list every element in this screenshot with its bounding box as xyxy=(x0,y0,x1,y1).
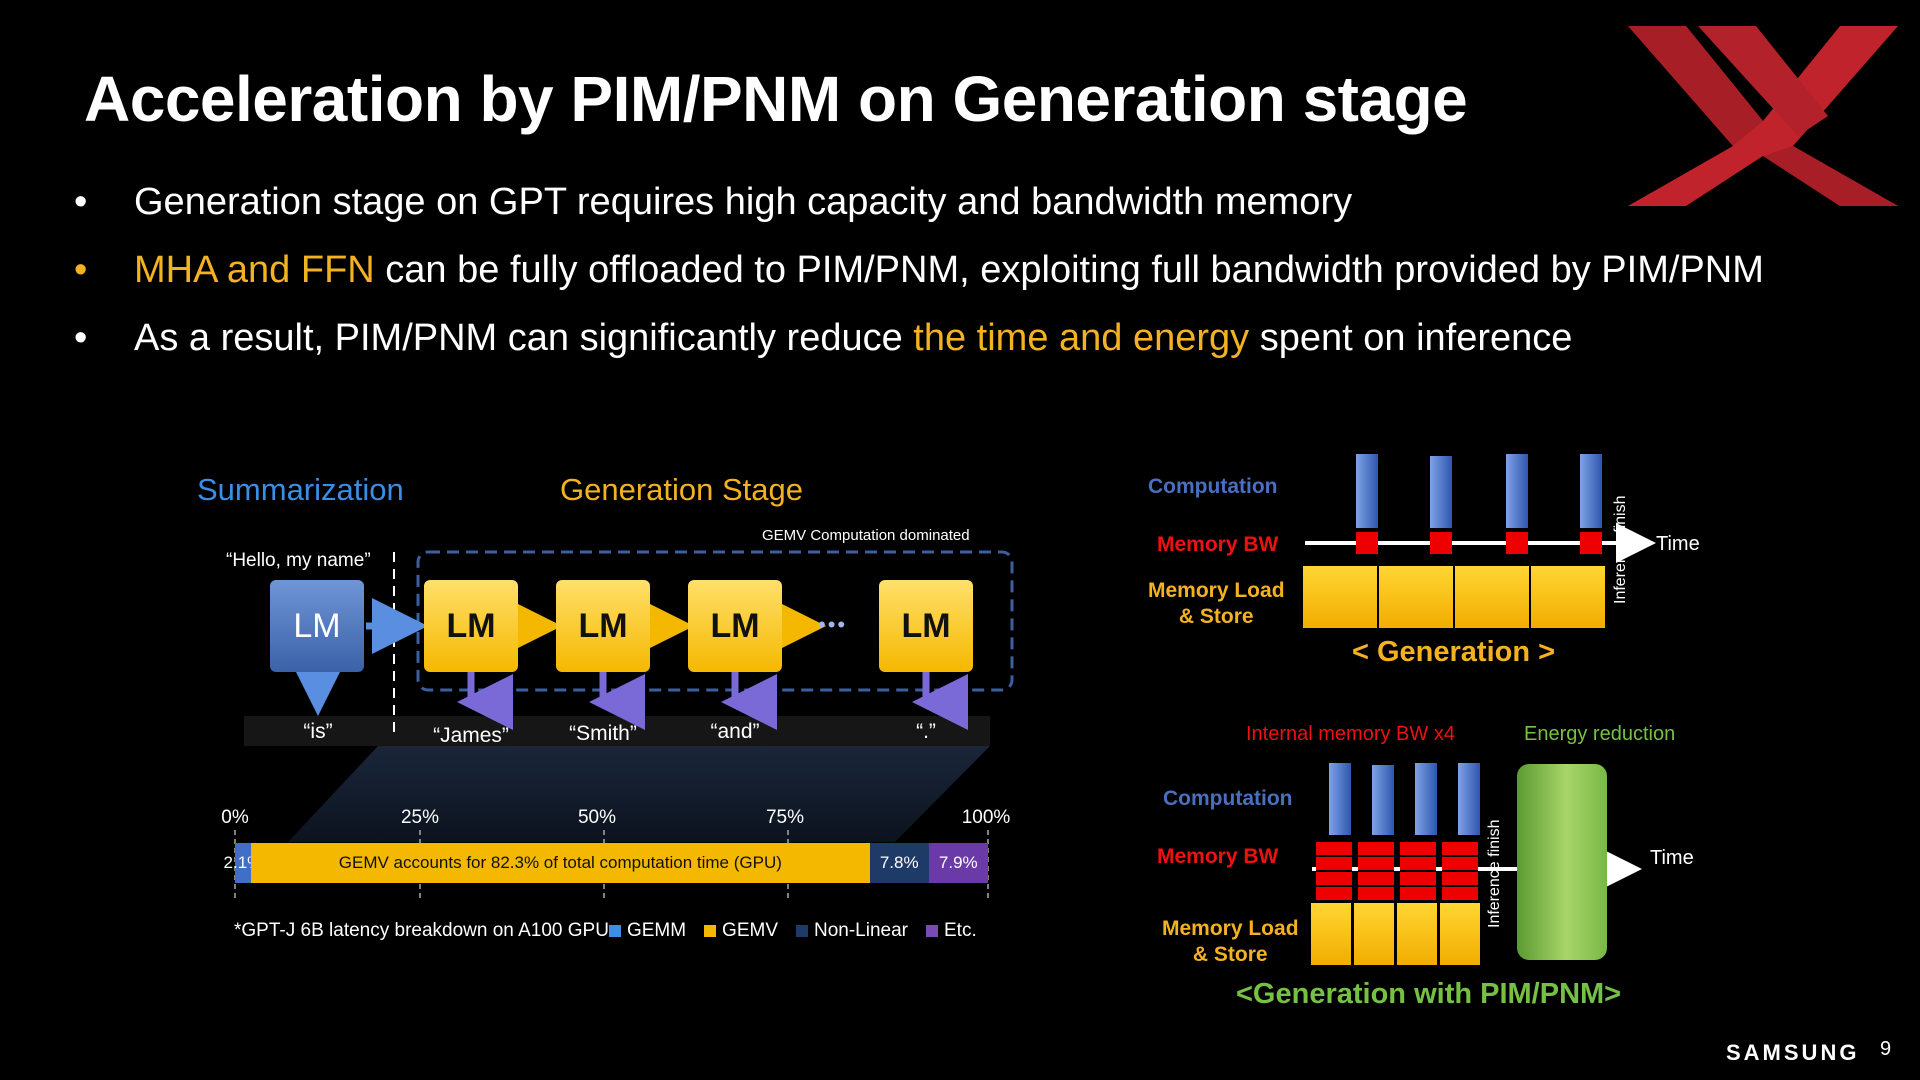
bullet-1: • Generation stage on GPT requires high … xyxy=(74,168,1764,236)
xx-logo xyxy=(1628,26,1898,206)
bottom-memory-bw-label: Memory BW xyxy=(1157,845,1279,868)
breakdown-segment-non-linear: 7.8% xyxy=(869,843,929,883)
generation-stage-title: Generation Stage xyxy=(560,472,804,507)
samsung-logo: SAMSUNG xyxy=(1726,1040,1860,1065)
bullet-dot: • xyxy=(74,317,88,359)
legend-gemm: GEMM xyxy=(626,920,687,941)
legend-nonlinear: Non-Linear xyxy=(814,920,908,941)
bottom-compute-bar-1 xyxy=(1329,763,1351,835)
ellipsis: ••• xyxy=(818,612,848,637)
prompt-text: “Hello, my name” xyxy=(226,550,371,571)
top-bw-square-3 xyxy=(1506,532,1528,554)
bullet-3-post: spent on inference xyxy=(1249,317,1573,359)
bottom-bw-stack-1 xyxy=(1316,842,1352,902)
top-memory-load-label: Memory Load & Store xyxy=(1148,578,1285,630)
top-mem-block-3 xyxy=(1454,565,1530,629)
bullet-dot: • xyxy=(74,181,88,223)
bottom-inference-finish: Inference finish xyxy=(1486,819,1503,928)
lm-block-summarization: LM xyxy=(270,580,364,672)
slide-title: Acceleration by PIM/PNM on Generation st… xyxy=(84,63,1468,135)
energy-reduction-block xyxy=(1517,764,1607,960)
breakdown-segment-gemv: GEMV accounts for 82.3% of total computa… xyxy=(250,843,870,883)
legend-swatch-gemv xyxy=(704,924,717,937)
bullet-2-highlight: MHA and FFN xyxy=(134,249,375,291)
top-memory-load-line2: & Store xyxy=(1178,605,1254,628)
bullet-3-highlight: the time and energy xyxy=(913,317,1250,359)
bullet-1-text: Generation stage on GPT requires high ca… xyxy=(134,181,1353,223)
gemv-note: GEMV Computation dominated xyxy=(762,527,970,544)
bullet-2: • MHA and FFN can be fully offloaded to … xyxy=(74,236,1764,304)
bottom-mem-block-3 xyxy=(1396,902,1438,966)
top-compute-bar-3 xyxy=(1506,454,1528,528)
bottom-memory-load-line1: Memory Load xyxy=(1162,917,1299,940)
top-compute-bar-1 xyxy=(1356,454,1378,528)
token-james: “James” xyxy=(433,724,509,747)
page-number: 9 xyxy=(1880,1038,1892,1060)
tick-100: 100% xyxy=(961,807,1011,828)
bottom-compute-bar-2 xyxy=(1372,765,1394,835)
bottom-memory-load-line2: & Store xyxy=(1192,943,1268,966)
bottom-compute-bar-3 xyxy=(1415,763,1437,835)
bullet-3: • As a result, PIM/PNM can significantly… xyxy=(74,304,1764,372)
footnote: *GPT-J 6B latency breakdown on A100 GPU xyxy=(234,920,609,941)
lm-block-gen-1: LM xyxy=(424,580,518,672)
token-smith: “Smith” xyxy=(569,722,637,745)
tick-50: 50% xyxy=(577,807,617,828)
tick-75: 75% xyxy=(765,807,805,828)
bottom-bw-stack-4 xyxy=(1442,842,1478,902)
legend-gemv: GEMV xyxy=(722,920,778,941)
bottom-computation-label: Computation xyxy=(1163,787,1293,810)
top-memory-bw-label: Memory BW xyxy=(1157,533,1279,556)
top-computation-label: Computation xyxy=(1148,475,1278,498)
lm-block-gen-2: LM xyxy=(556,580,650,672)
top-memory-load-line1: Memory Load xyxy=(1148,579,1285,602)
top-compute-bar-4 xyxy=(1580,454,1602,528)
internal-bw-label: Internal memory BW x4 xyxy=(1246,723,1455,745)
energy-reduction-label: Energy reduction xyxy=(1524,723,1676,745)
top-bw-square-1 xyxy=(1356,532,1378,554)
token-and: “and” xyxy=(710,720,760,743)
bullet-2-text: can be fully offloaded to PIM/PNM, explo… xyxy=(374,249,1764,291)
bottom-time-label: Time xyxy=(1650,847,1694,869)
bullet-list: • Generation stage on GPT requires high … xyxy=(74,168,1764,372)
bullet-3-pre: As a result, PIM/PNM can significantly r… xyxy=(134,317,914,359)
pim-caption: <Generation with PIM/PNM> xyxy=(1236,978,1622,1010)
top-time-label: Time xyxy=(1656,533,1700,555)
token-is: “is” xyxy=(303,720,333,743)
legend-swatch-gemm xyxy=(608,924,621,937)
lm-block-gen-4: LM xyxy=(879,580,973,672)
bottom-mem-block-2 xyxy=(1353,902,1395,966)
bottom-bw-stack-2 xyxy=(1358,842,1394,902)
top-inference-finish: Inference finish xyxy=(1612,495,1629,604)
bottom-mem-block-1 xyxy=(1310,902,1352,966)
breakdown-segment-etc: 7.9% xyxy=(928,843,988,883)
generation-caption: < Generation > xyxy=(1352,636,1556,668)
token-period: “.” xyxy=(916,720,936,743)
bottom-compute-bar-4 xyxy=(1458,763,1480,835)
tick-0: 0% xyxy=(221,807,249,828)
bottom-mem-block-4 xyxy=(1439,902,1481,966)
bottom-bw-stack-3 xyxy=(1400,842,1436,902)
top-mem-block-1 xyxy=(1302,565,1378,629)
legend-swatch-etc xyxy=(926,924,938,937)
tick-25: 25% xyxy=(400,807,440,828)
legend-swatch-nonlinear xyxy=(796,924,808,937)
summarization-title: Summarization xyxy=(197,472,404,507)
lm-block-gen-3: LM xyxy=(688,580,782,672)
top-compute-bar-2 xyxy=(1430,456,1452,528)
top-mem-block-2 xyxy=(1378,565,1454,629)
legend-etc: Etc. xyxy=(944,920,977,941)
top-mem-block-4 xyxy=(1530,565,1606,629)
bottom-memory-load-label: Memory Load & Store xyxy=(1162,916,1299,968)
top-bw-square-4 xyxy=(1580,532,1602,554)
legend-row: *GPT-J 6B latency breakdown on A100 GPU G… xyxy=(234,920,977,942)
top-bw-square-2 xyxy=(1430,532,1452,554)
bullet-dot: • xyxy=(74,249,88,291)
